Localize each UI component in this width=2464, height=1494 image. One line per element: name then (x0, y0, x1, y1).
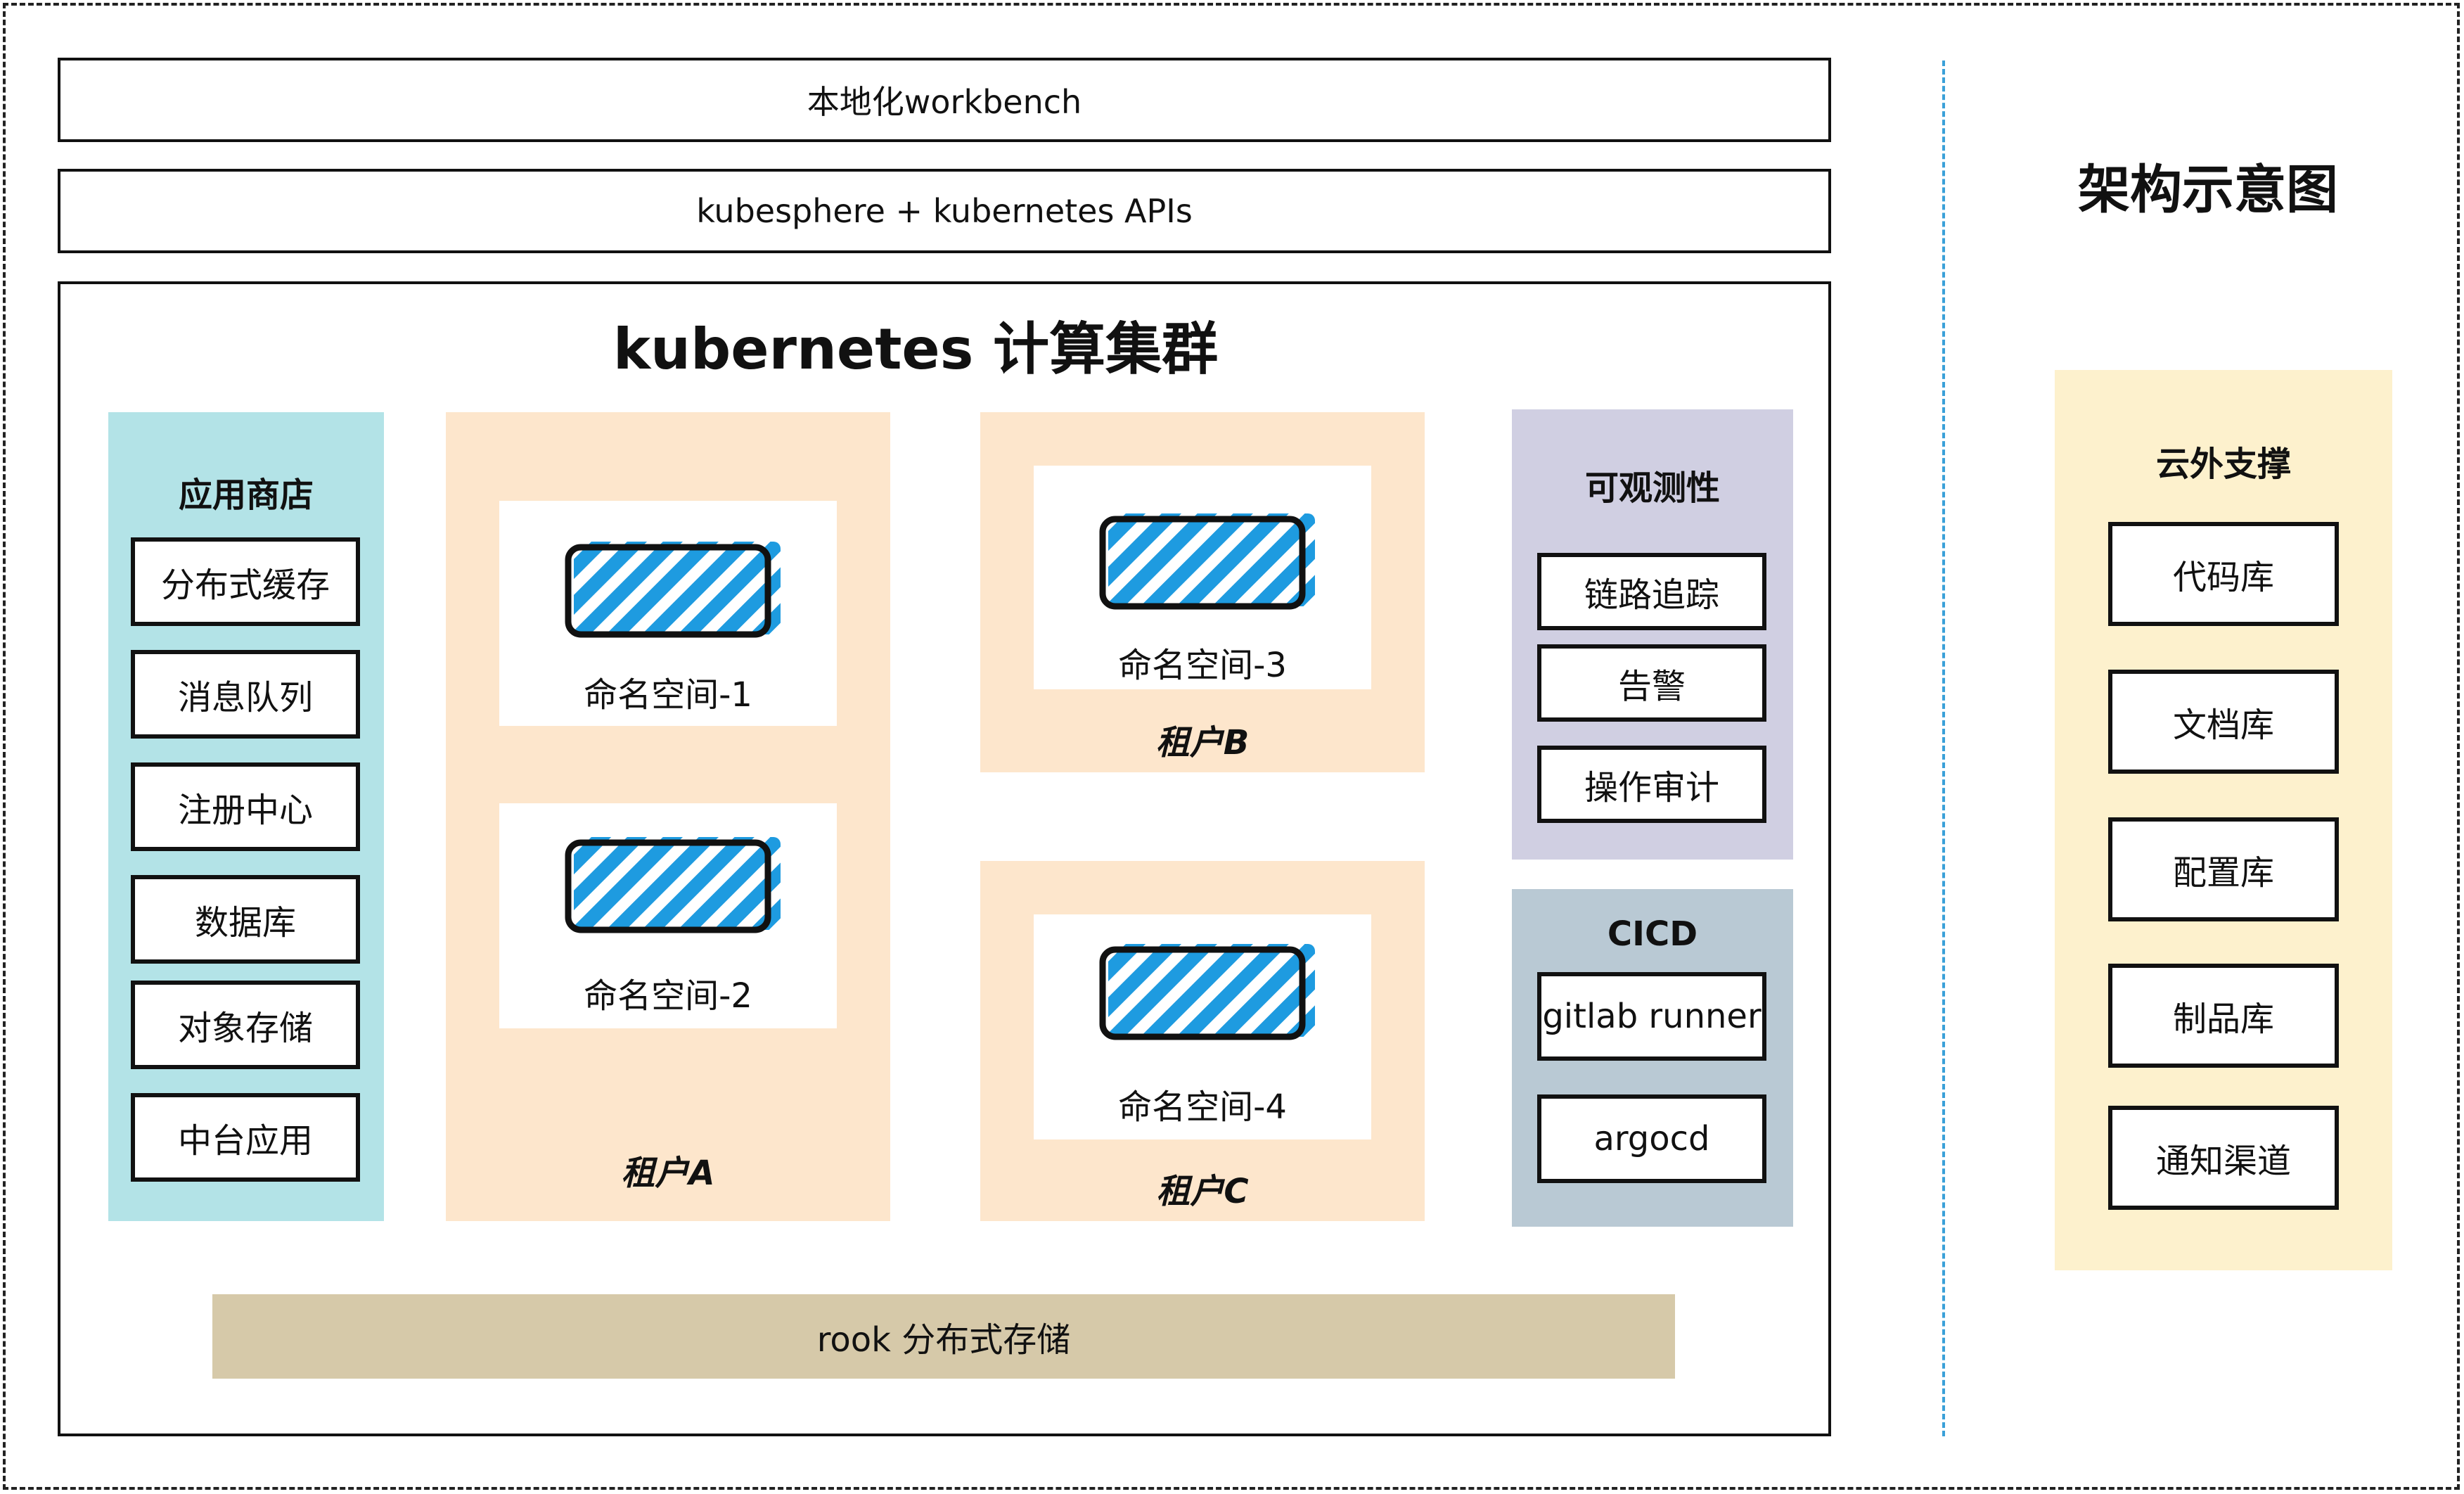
namespace-label: 命名空间-3 (1118, 646, 1287, 685)
external-item: 配置库 (2108, 817, 2339, 921)
tenant-label: 租户B (1155, 723, 1250, 762)
external-support-title: 云外支撑 (2155, 445, 2291, 484)
namespace-label: 命名空间-4 (1118, 1087, 1287, 1127)
observability-item: 链路追踪 (1537, 553, 1766, 630)
workbench-label: 本地化workbench (807, 83, 1082, 121)
storage-label: rook 分布式存储 (816, 1320, 1071, 1360)
app-store-item: 中台应用 (131, 1093, 360, 1182)
namespace-label: 命名空间-2 (584, 976, 752, 1016)
workbench-layer: 本地化workbench (58, 58, 1831, 142)
namespace-hatch-icon (565, 837, 781, 933)
cluster-title: kubernetes 计算集群 (612, 317, 1219, 382)
observability-title: 可观测性 (1584, 468, 1720, 508)
app-store-item: 对象存储 (131, 981, 360, 1069)
apis-label: kubesphere + kubernetes APIs (696, 192, 1193, 230)
tenant-label: 租户A (621, 1154, 715, 1193)
external-item: 制品库 (2108, 964, 2339, 1068)
cicd-item: argocd (1537, 1094, 1766, 1183)
namespace-hatch-icon (1099, 513, 1315, 610)
app-store-item: 数据库 (131, 875, 360, 964)
observability-item: 告警 (1537, 644, 1766, 722)
storage-bar: rook 分布式存储 (212, 1294, 1675, 1379)
apis-layer: kubesphere + kubernetes APIs (58, 169, 1831, 253)
tenant-label: 租户C (1156, 1172, 1249, 1211)
namespace-label: 命名空间-1 (584, 675, 752, 715)
cicd-item: gitlab runner (1537, 972, 1766, 1061)
namespace-hatch-icon (565, 542, 781, 638)
cicd-title: CICD (1607, 914, 1698, 954)
observability-item: 操作审计 (1537, 746, 1766, 823)
outer-frame (3, 3, 2460, 1490)
external-item: 代码库 (2108, 522, 2339, 626)
app-store-item: 注册中心 (131, 762, 360, 851)
app-store-item: 消息队列 (131, 650, 360, 739)
diagram-title: 架构示意图 (2078, 160, 2338, 220)
namespace-hatch-icon (1099, 944, 1315, 1040)
external-item: 文档库 (2108, 670, 2339, 774)
app-store-item: 分布式缓存 (131, 537, 360, 626)
external-item: 通知渠道 (2108, 1106, 2339, 1210)
app-store-title: 应用商店 (178, 475, 314, 515)
vertical-separator (1942, 60, 1945, 1436)
